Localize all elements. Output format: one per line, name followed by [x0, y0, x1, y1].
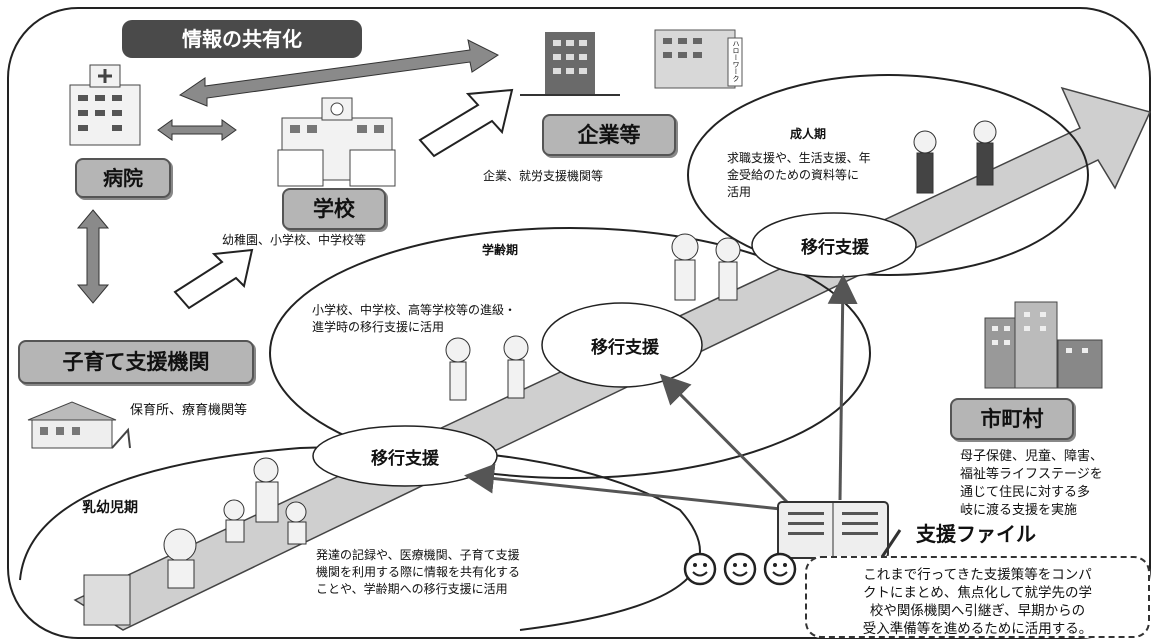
- infant-stage-title: 乳幼児期: [82, 500, 138, 516]
- childcare-to-school-arrow: [173, 248, 254, 310]
- transition-ellipse-2: [541, 302, 703, 388]
- hospital-school-arrow: [157, 119, 237, 141]
- file-arrow-adult: [827, 274, 858, 501]
- city-buildings-icon: [984, 301, 1103, 389]
- school-age-stage-desc: 小学校、中学校、高等学校等の進級・ 進学時の移行支援に活用: [312, 303, 517, 334]
- nursery-building-icon: [27, 401, 131, 449]
- school-desc: 幼稚園、小学校、中学校等: [222, 233, 367, 247]
- info-share-arrow: [178, 39, 500, 107]
- transition-label-2: 移行支援: [591, 338, 659, 358]
- municipality-label: 市町村: [950, 398, 1074, 440]
- school-building-icon: [277, 97, 396, 187]
- file-arrow-school: [659, 373, 792, 507]
- adult-stage-desc: 求職支援や、生活支援、年 金受給のための資料等に 活用: [727, 151, 871, 199]
- municipality-desc: 母子保健、児童、障害、 福祉等ライフステージを 通じて住民に対する多 岐に渡る支…: [960, 449, 1104, 518]
- hellowork-building-icon: [654, 29, 743, 89]
- school-age-ellipse: [269, 227, 871, 479]
- adult-ellipse: [687, 74, 1089, 276]
- school-to-company-arrow: [418, 88, 514, 158]
- support-file-label: 支援ファイル: [916, 522, 1036, 546]
- hospital-childcare-arrow: [76, 209, 110, 304]
- smiley-faces-icon: [683, 552, 797, 586]
- file-arrow-infant: [464, 463, 791, 512]
- transition-label-1: 移行支援: [371, 449, 439, 469]
- transition-label-3: 移行支援: [801, 238, 869, 258]
- hospital-label: 病院: [75, 158, 171, 198]
- school-age-stage-title: 学齢期: [482, 243, 519, 257]
- hellowork-sign: ハローワーク: [732, 40, 740, 82]
- people-illustrations: [83, 120, 997, 626]
- company-building-icon: [520, 32, 620, 96]
- infant-ellipse: [19, 446, 701, 631]
- support-file-note: これまで行ってきた支援策等をコンパ クトにまとめ、焦点化して就学先の学 校や関係…: [805, 556, 1150, 638]
- company-label: 企業等: [542, 114, 676, 156]
- childcare-desc: 保育所、療育機関等: [130, 403, 248, 418]
- hospital-building-icon: [69, 64, 141, 146]
- company-desc: 企業、就労支援機関等: [483, 169, 604, 183]
- infant-stage-desc: 発達の記録や、医療機関、子育て支援 機関を利用する際に情報を共有化する ことや、…: [316, 548, 521, 596]
- school-label: 学校: [282, 188, 386, 230]
- support-file-icon: [777, 501, 902, 561]
- info-sharing-title: 情報の共有化: [122, 20, 362, 58]
- adult-stage-title: 成人期: [790, 127, 827, 141]
- transition-ellipse-1: [312, 425, 498, 487]
- childcare-label: 子育て支援機関: [18, 340, 254, 384]
